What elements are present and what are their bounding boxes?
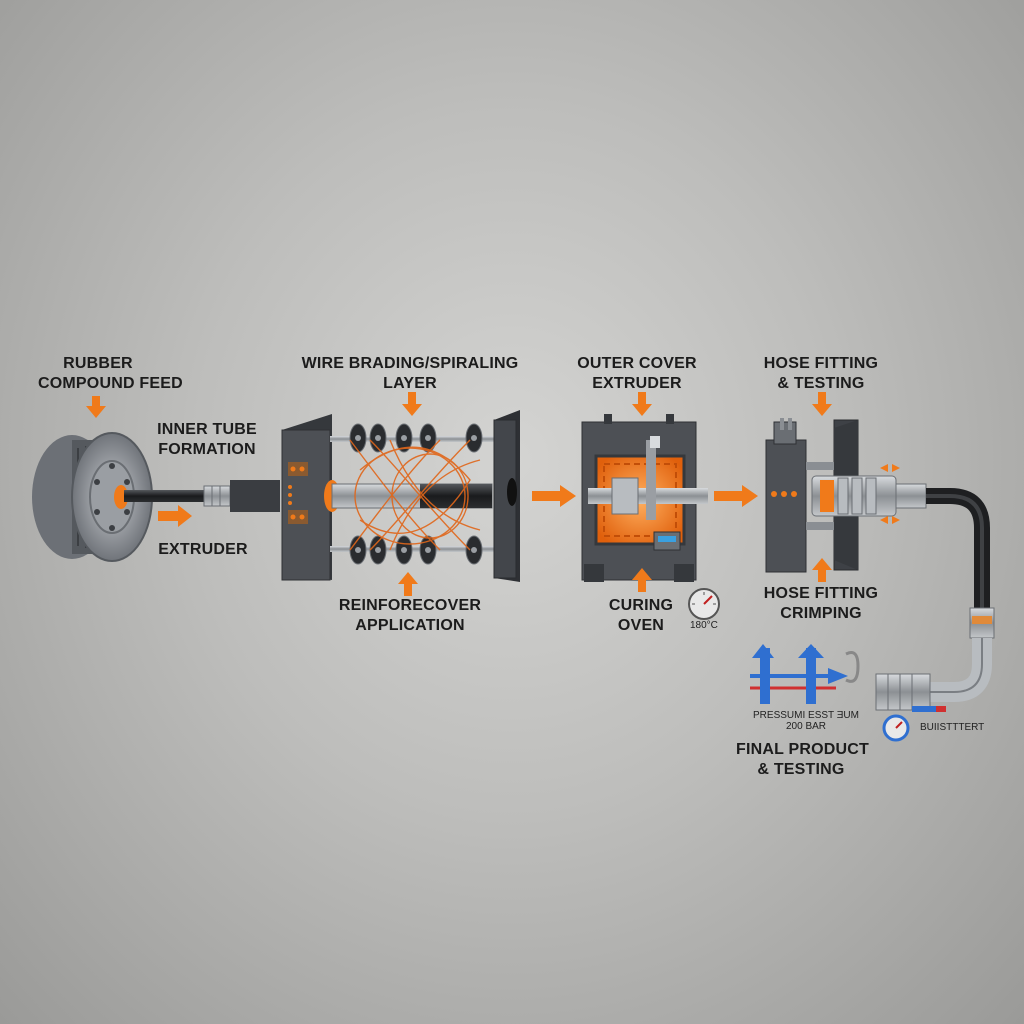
flow-direction-marks <box>880 464 900 524</box>
final-product-testing-label: FINAL PRODUCT& TESTING <box>736 741 869 778</box>
pressure-gauge-icon <box>688 588 720 620</box>
braiding-machine-icon <box>330 410 520 582</box>
hose-fitting-testing-label: HOSE FITTING& TESTING <box>763 355 879 392</box>
extruder-icon <box>230 414 340 581</box>
arrow-down-rubber-feed <box>86 396 106 418</box>
process-arrows <box>86 392 832 596</box>
extruder-label: EXTRUDER <box>158 541 248 558</box>
hose-coupling <box>203 485 231 507</box>
arrow-up-fitting-crimping <box>812 558 832 582</box>
arrow-down-wire-braiding <box>402 392 422 416</box>
arrow-right-extruder <box>158 505 192 527</box>
arrow-right-to-fitting <box>714 485 758 507</box>
arrow-down-outer-cover <box>632 392 652 416</box>
inner-tube-hose <box>124 490 210 502</box>
arrow-up-curing-oven <box>632 568 652 592</box>
arrow-down-fitting-testing <box>812 392 832 416</box>
arrow-right-to-oven <box>532 485 576 507</box>
curing-oven-icon <box>581 414 708 582</box>
arrow-up-reinforcement <box>398 572 418 596</box>
burst-test-label: BUIISTTTERT <box>920 722 985 733</box>
pressure-test-icon <box>750 644 860 704</box>
hose-assembly-icon <box>811 475 995 711</box>
temperature-readout: 180°C <box>690 620 718 631</box>
burst-gauge-icon <box>882 706 946 742</box>
pressure-test-label: PRESSUMI ESST ƎUM 200 BAR <box>753 710 859 732</box>
hose-reel-icon <box>32 432 153 562</box>
